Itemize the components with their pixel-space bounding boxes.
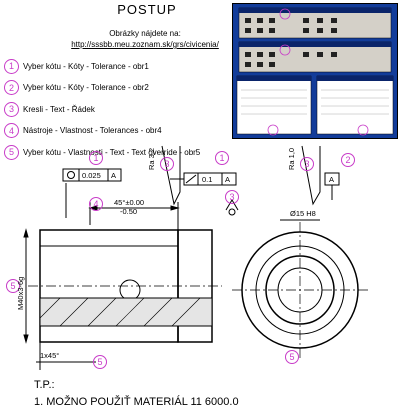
chamfer-label: 1x45° bbox=[40, 351, 59, 360]
gdt-frame-runout bbox=[183, 172, 237, 186]
cylindricity-icon bbox=[67, 171, 75, 179]
svg-text:5: 5 bbox=[289, 352, 294, 362]
step-text: Vyber kótu - Kóty - Tolerance - obr1 bbox=[23, 61, 149, 71]
thread-label: M40x3-6g bbox=[16, 277, 25, 310]
step-item: 3 Kresli - Text - Řádek bbox=[4, 101, 229, 117]
step-number: 4 bbox=[4, 123, 19, 138]
marker-4 bbox=[89, 197, 103, 211]
svg-text:3: 3 bbox=[304, 159, 309, 169]
step-text: Nástroje - Vlastnost - Tolerances - obr4 bbox=[23, 126, 162, 135]
technical-notes: T.P.: 1. MOŽNO POUŽIŤ MATERIÁL 11 6000.0 bbox=[34, 377, 239, 411]
svg-text:5: 5 bbox=[97, 357, 102, 367]
tolerance-lower: -0.50 bbox=[120, 207, 137, 216]
runout-value: 0.1 bbox=[202, 175, 212, 184]
runout-icon bbox=[185, 174, 197, 184]
step-item: 4 Nástroje - Vlastnost - Tolerances - obr… bbox=[4, 123, 229, 139]
datum-right: A bbox=[329, 175, 334, 184]
step-item: 1 Vyber kótu - Kóty - Tolerance - obr1 bbox=[4, 58, 229, 74]
svg-text:5: 5 bbox=[10, 281, 15, 291]
step-item: 5 Vyber kótu - Vlastnosti - Text - Text o… bbox=[4, 144, 229, 160]
subtitle-text: Obrázky nájdete na: bbox=[109, 29, 181, 38]
svg-text:2: 2 bbox=[345, 155, 350, 165]
subtitle: Obrázky nájdete na: http://sssbb.meu.zoz… bbox=[20, 28, 270, 50]
step-number: 1 bbox=[4, 58, 19, 74]
runout-datum: A bbox=[225, 175, 230, 184]
subtitle-link[interactable]: http://sssbb.meu.zoznam.sk/grs/civicenia… bbox=[71, 40, 219, 49]
datum-box-right bbox=[324, 172, 340, 186]
step-number: 2 bbox=[4, 80, 19, 95]
roughness-symbol-right bbox=[301, 145, 321, 206]
marker-5-right bbox=[285, 350, 299, 364]
svg-text:4: 4 bbox=[93, 199, 98, 209]
tolerance-upper: 45°±0.00 bbox=[114, 198, 144, 207]
marker-5-chamfer bbox=[93, 355, 107, 369]
step-number: 3 bbox=[4, 101, 19, 117]
dialog-screenshots-thumbnail bbox=[232, 3, 398, 139]
page-title: POSTUP bbox=[117, 2, 177, 17]
gdt-left-value: 0.025 bbox=[82, 171, 101, 180]
marker-5-left bbox=[6, 279, 20, 293]
step-text: Vyber kótu - Kóty - Tolerance - obr2 bbox=[23, 83, 149, 92]
step-text: Kresli - Text - Řádek bbox=[23, 104, 95, 114]
gdt-left-datum: A bbox=[111, 171, 116, 180]
step-item: 2 Vyber kótu - Kóty - Tolerance - obr2 bbox=[4, 80, 229, 96]
roughness-right: Ra 1,0 bbox=[287, 148, 296, 170]
gdt-frame-left bbox=[62, 168, 122, 182]
part-section-left bbox=[39, 229, 179, 343]
part-front-view bbox=[241, 231, 359, 349]
notes-item-1: 1. MOŽNO POUŽIŤ MATERIÁL 11 6000.0 bbox=[34, 396, 239, 408]
marker-3-right bbox=[300, 157, 314, 171]
marker-3-weld bbox=[225, 190, 239, 204]
marker-2-right bbox=[341, 153, 355, 167]
step-number: 5 bbox=[4, 144, 19, 160]
step-text: Vyber kótu - Vlastnosti - Text - Text ov… bbox=[23, 147, 201, 157]
svg-text:3: 3 bbox=[229, 192, 234, 202]
bore-label: Ø15 H8 bbox=[290, 209, 316, 218]
notes-heading: T.P.: bbox=[34, 379, 55, 391]
